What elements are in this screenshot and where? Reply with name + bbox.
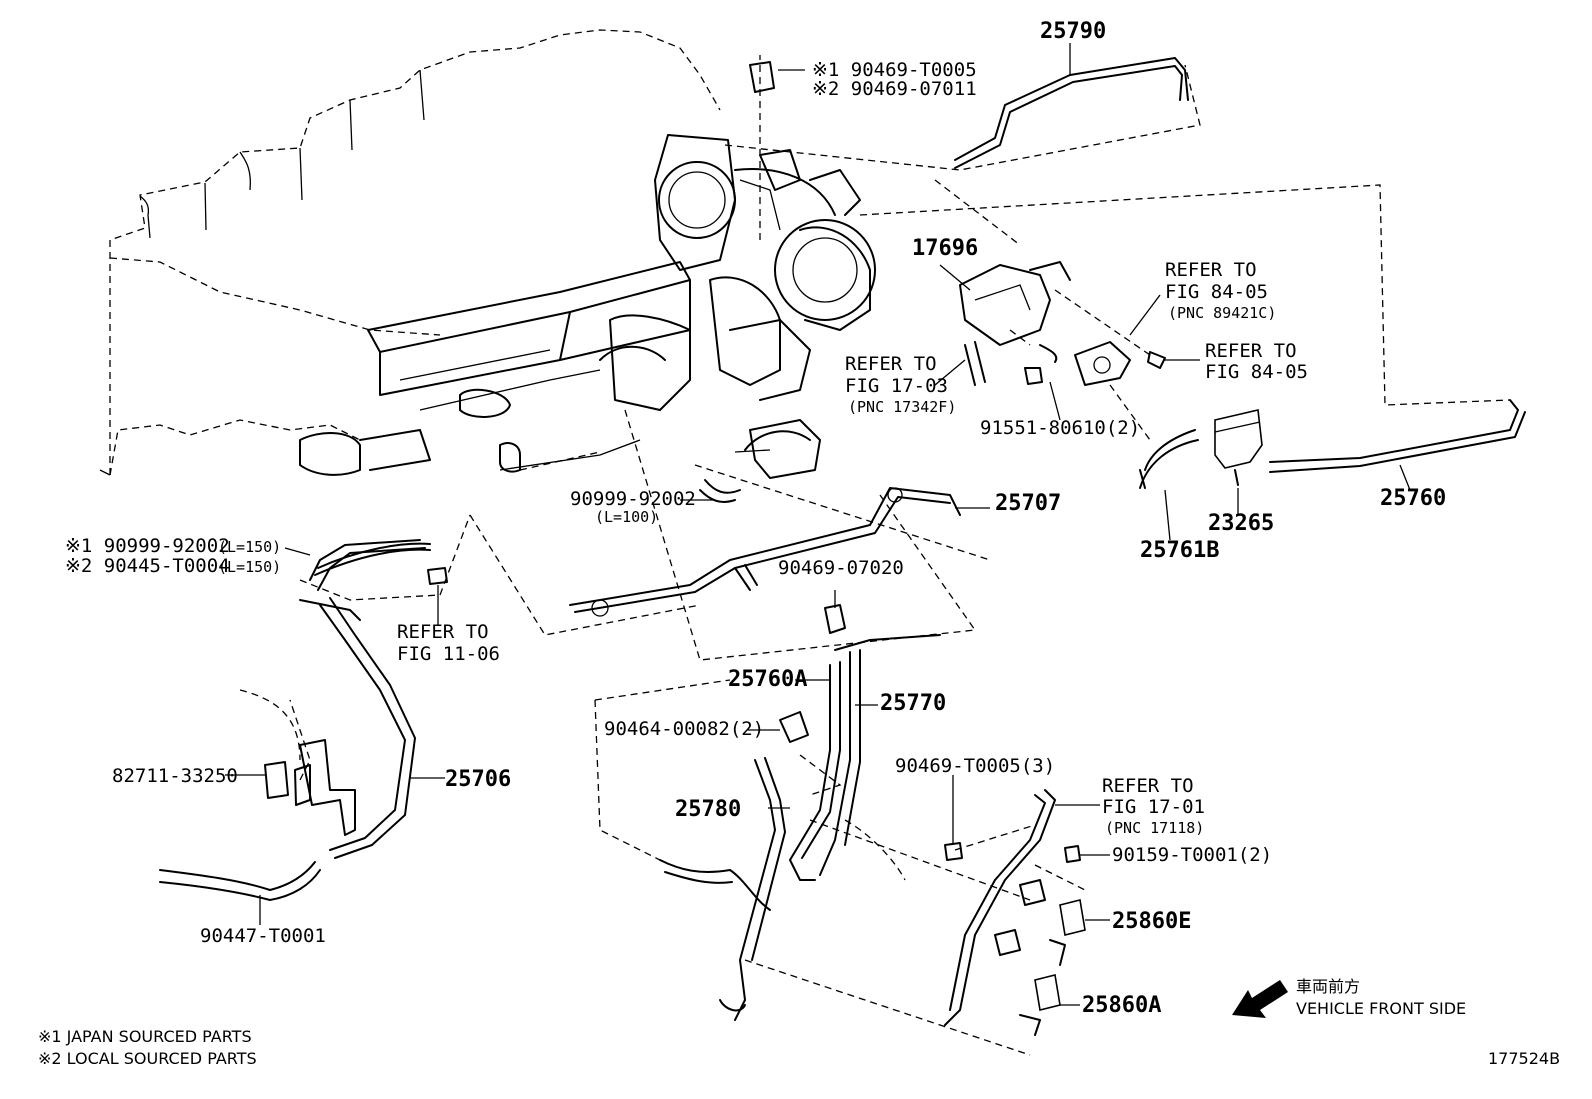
label-90159: 90159-T0001(2) bbox=[1112, 844, 1272, 866]
pipe-25760 bbox=[1269, 399, 1519, 463]
labels: 25790 ※1 90469-T0005 ※2 90469-07011 1769… bbox=[38, 19, 1560, 1068]
label-ref-17-01-2: FIG 17-01 bbox=[1102, 796, 1205, 818]
label-90445-len: (L=150) bbox=[218, 558, 281, 576]
label-ref-84-05-a-2: FIG 84-05 bbox=[1165, 281, 1268, 303]
label-ref-17-03-1: REFER TO bbox=[845, 353, 937, 375]
vehicle-front-arrow-icon bbox=[1232, 980, 1288, 1018]
filter-23265 bbox=[1214, 409, 1263, 469]
vsv bbox=[1074, 341, 1131, 386]
leader-lines bbox=[225, 43, 1411, 1006]
rail-17118 bbox=[944, 789, 1056, 1026]
label-82711: 82711-33250 bbox=[112, 765, 238, 787]
pipe-25707 bbox=[569, 487, 961, 606]
label-25760: 25760 bbox=[1380, 486, 1446, 511]
label-ref-17-01-1: REFER TO bbox=[1102, 775, 1194, 797]
label-90999-l150: ※1 90999-92002 bbox=[65, 535, 230, 557]
label-25760a: 25760A bbox=[728, 667, 807, 692]
label-90469-07020: 90469-07020 bbox=[778, 557, 904, 579]
label-90999-l150-len: (L=150) bbox=[218, 538, 281, 556]
label-25780: 25780 bbox=[675, 797, 741, 822]
label-90469-t0005: ※1 90469-T0005 bbox=[812, 59, 977, 81]
label-ref-84-05-a-1: REFER TO bbox=[1165, 259, 1257, 281]
label-25790: 25790 bbox=[1040, 19, 1106, 44]
pipe-25790 bbox=[954, 57, 1189, 161]
legend-local-sourced: ※2 LOCAL SOURCED PARTS bbox=[38, 1049, 257, 1068]
label-90447: 90447-T0001 bbox=[200, 925, 326, 947]
label-25860a: 25860A bbox=[1082, 993, 1161, 1018]
figure-id: 177524B bbox=[1488, 1049, 1560, 1068]
assembly-lines bbox=[239, 55, 1511, 1056]
label-25770: 25770 bbox=[880, 691, 946, 716]
label-25706: 25706 bbox=[445, 767, 511, 792]
hose-25780 bbox=[734, 759, 776, 1021]
label-90469-07011: ※2 90469-07011 bbox=[812, 78, 977, 100]
hose-90447 bbox=[159, 861, 316, 891]
label-90999-l100: 90999-92002 bbox=[570, 488, 696, 510]
label-ref-17-03-2: FIG 17-03 bbox=[845, 375, 948, 397]
label-front-jp: 車両前方 bbox=[1296, 977, 1360, 996]
label-23265: 23265 bbox=[1208, 511, 1274, 536]
hose-25761b bbox=[1144, 429, 1196, 471]
label-25860e: 25860E bbox=[1112, 909, 1191, 934]
pipe-25706 bbox=[309, 539, 421, 581]
pipe-25760a bbox=[834, 634, 941, 651]
engine-outline bbox=[99, 29, 876, 479]
label-ref-11-06-2: FIG 11-06 bbox=[397, 643, 500, 665]
label-17696: 17696 bbox=[912, 236, 978, 261]
label-90445: ※2 90445-T0004 bbox=[65, 555, 230, 577]
label-ref-17-03-3: (PNC 17342F) bbox=[848, 398, 956, 416]
vsv-25860a bbox=[1034, 974, 1061, 1011]
label-90999-l100-len: (L=100) bbox=[595, 508, 658, 526]
label-ref-84-05-b-1: REFER TO bbox=[1205, 340, 1297, 362]
pipe-25770 bbox=[819, 651, 851, 876]
label-ref-84-05-b-2: FIG 84-05 bbox=[1205, 361, 1308, 383]
label-90464: 90464-00082(2) bbox=[604, 718, 764, 740]
label-ref-84-05-a-3: (PNC 89421C) bbox=[1168, 304, 1276, 322]
label-25761b: 25761B bbox=[1140, 538, 1219, 563]
parts bbox=[159, 57, 1526, 1036]
label-25707: 25707 bbox=[995, 491, 1061, 516]
label-ref-17-01-3: (PNC 17118) bbox=[1105, 819, 1204, 837]
label-front-en: VEHICLE FRONT SIDE bbox=[1296, 999, 1466, 1018]
vsv-25860e bbox=[1059, 899, 1086, 936]
label-ref-11-06-1: REFER TO bbox=[397, 621, 489, 643]
label-91551: 91551-80610(2) bbox=[980, 417, 1140, 439]
legend-japan-sourced: ※1 JAPAN SOURCED PARTS bbox=[38, 1027, 252, 1046]
label-90469-t0005-3: 90469-T0005(3) bbox=[895, 755, 1055, 777]
bracket-17696 bbox=[959, 264, 1051, 346]
